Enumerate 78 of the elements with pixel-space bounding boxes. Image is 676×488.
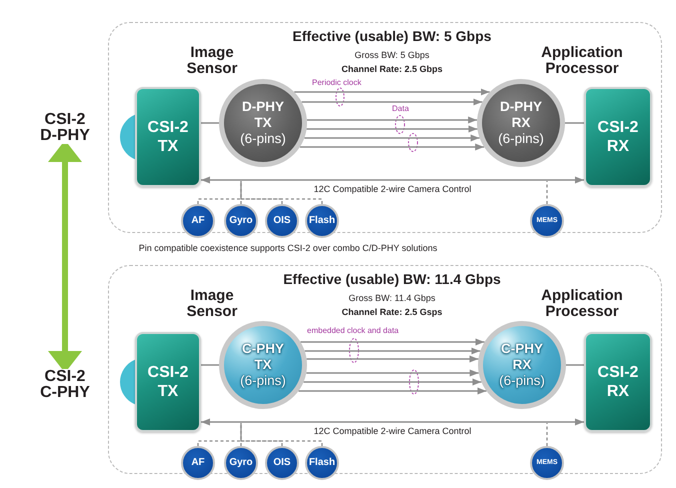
side-label: CSI-2 D-PHY [39, 112, 91, 144]
sensor-label: OIS [273, 215, 291, 227]
module-label: CSI-2 TX [146, 363, 190, 401]
rate-text: Channel Rate: 2.5 Gbps [341, 64, 443, 75]
pin-count-label: (6-pins) [240, 373, 286, 389]
panel-title: Effective (usable) BW: 11.4 Gbps [283, 270, 501, 288]
module-box [584, 332, 652, 432]
sensor-circle [181, 446, 215, 480]
dashed-connector [546, 181, 548, 204]
connector-line [566, 364, 584, 366]
phy-label: D-PHY RX [498, 99, 543, 131]
sensor-label: AF [191, 457, 205, 469]
arrow [298, 388, 486, 394]
dashed-connector [546, 423, 548, 446]
pin-count-label: (6-pins) [498, 131, 544, 147]
phy-label: D-PHY TX [240, 99, 285, 131]
module-box [135, 332, 201, 432]
caption-text: Pin compatible coexistence supports CSI-2 over combo C/D-PHY solutions [138, 243, 438, 254]
arrow [302, 98, 482, 106]
sensor-label: AF [191, 215, 205, 227]
connector-line [201, 122, 219, 124]
module-label: CSI-2 RX [596, 363, 640, 401]
sensor-circle [265, 446, 299, 480]
heading: Application Processor [540, 45, 624, 77]
pin-count-label: (6-pins) [240, 131, 286, 147]
connector-line [565, 122, 584, 124]
heading: Application Processor [540, 288, 624, 320]
sensor-label: Gyro [229, 457, 253, 469]
annotation: Data [392, 104, 409, 114]
sensor-label: OIS [273, 457, 291, 469]
arrow [304, 348, 480, 354]
bandwidth-text: Gross BW: 11.4 Gbps [348, 293, 436, 304]
sensor-circle [224, 204, 258, 238]
side-label: CSI-2 C-PHY [39, 369, 91, 401]
dashed-connector [240, 423, 242, 446]
arrow [306, 356, 478, 362]
phy-label: C-PHY RX [500, 341, 544, 373]
dashed-connector [240, 181, 283, 204]
module-box [135, 87, 201, 187]
sensor-circle [224, 446, 258, 480]
sensor-circle [181, 204, 215, 238]
arrow [294, 88, 490, 96]
panel-title: Effective (usable) BW: 5 Gbps [292, 28, 492, 44]
phy-label: C-PHY TX [240, 341, 285, 373]
double-arrow [201, 176, 584, 184]
connector-line [201, 364, 219, 366]
arrow [300, 338, 484, 346]
rate-text: Channel Rate: 2.5 Gsps [342, 307, 442, 318]
sensor-circle [305, 204, 339, 238]
sensor-label: Flash [308, 215, 336, 227]
sensor-circle [530, 446, 564, 480]
arrow [306, 370, 479, 376]
dashed-connector [240, 181, 323, 204]
edge-label: 12C Compatible 2-wire Camera Control [312, 426, 474, 437]
annotation: Periodic clock [312, 78, 362, 88]
sensor-circle [305, 446, 339, 480]
sensor-circle [530, 204, 564, 238]
sensor-label: Gyro [229, 215, 253, 227]
dashed-connector [240, 423, 283, 446]
bandwidth-text: Gross BW: 5 Gbps [354, 50, 430, 61]
arrow [306, 116, 478, 124]
sensor-circle [265, 204, 299, 238]
annotation: embedded clock and data [307, 326, 399, 336]
arrow [304, 378, 482, 386]
edge-label: 12C Compatible 2-wire Camera Control [312, 184, 474, 195]
dashed-connector [240, 423, 323, 446]
dashed-connector [240, 181, 242, 204]
double-arrow [201, 418, 584, 426]
heading: Image Sensor [186, 288, 238, 320]
arrow [306, 126, 478, 132]
module-label: CSI-2 TX [146, 118, 190, 156]
sensor-label: Flash [308, 457, 336, 469]
arrow [304, 134, 480, 142]
arrow [300, 144, 484, 150]
pin-count-label: (6-pins) [499, 373, 545, 389]
module-label: CSI-2 RX [596, 118, 640, 156]
module-box [584, 87, 652, 187]
heading: Image Sensor [186, 45, 238, 77]
